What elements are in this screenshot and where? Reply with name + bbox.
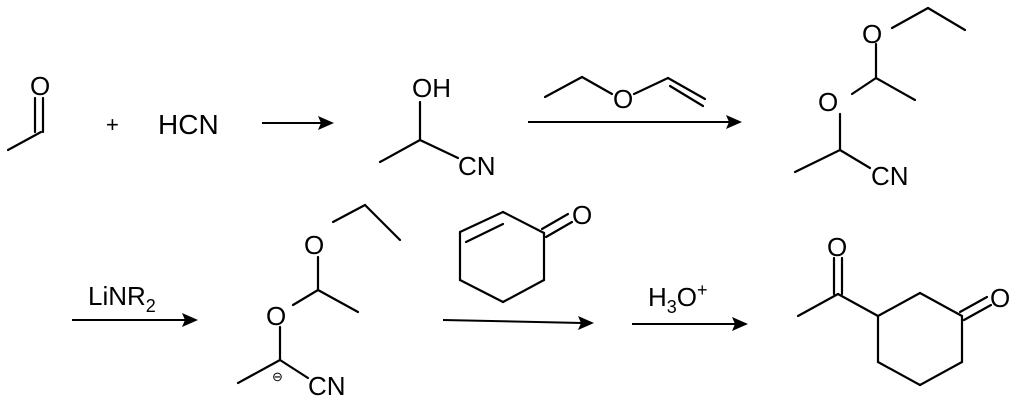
cyanohydrin-nitrile: CN [458, 151, 496, 181]
carbanion-intermediate: O O ⊖ CN [236, 203, 402, 401]
acetyl-oxygen: O [827, 232, 847, 262]
protected-ether-oxygen-top: O [862, 19, 882, 49]
reaction-arrow-4 [442, 316, 594, 330]
reaction-arrow-3 [72, 313, 198, 327]
reagent-hcn: HCN [158, 109, 219, 140]
carbanion-nitrile: CN [308, 371, 346, 401]
base-reagent-label: LiNR2 [88, 281, 156, 316]
acetaldehyde-oxygen: O [30, 71, 50, 101]
protected-nitrile: CN [871, 161, 909, 191]
reaction-arrow-5 [632, 317, 748, 331]
cyanohydrin: OH CN [378, 73, 496, 181]
ethyl-vinyl-ether: O [543, 75, 707, 114]
negative-charge: ⊖ [272, 369, 283, 384]
protected-cyanohydrin: O O CN [793, 6, 967, 191]
cyclohexenone-oxygen: O [572, 200, 592, 230]
reaction-arrow-2 [528, 115, 742, 129]
protected-ether-oxygen: O [818, 87, 838, 117]
acid-reagent-label: H3O+ [648, 280, 708, 317]
vinyl-ether-oxygen: O [613, 84, 633, 114]
lithium-amide-label: LiNR2 [88, 281, 156, 316]
hydronium-label: H3O+ [648, 280, 708, 317]
ring-ketone-oxygen: O [990, 283, 1010, 313]
cyclohexenone: O [458, 200, 592, 304]
product-3-acetylcyclohexanone: O O [796, 232, 1010, 387]
carbanion-ether-oxygen: O [266, 301, 286, 331]
reaction-arrow-1 [262, 116, 334, 130]
plus-sign: + [106, 112, 119, 137]
cyanohydrin-hydroxyl: OH [412, 73, 451, 103]
carbanion-ether-oxygen-top: O [304, 230, 324, 260]
acetaldehyde: O [6, 71, 50, 152]
